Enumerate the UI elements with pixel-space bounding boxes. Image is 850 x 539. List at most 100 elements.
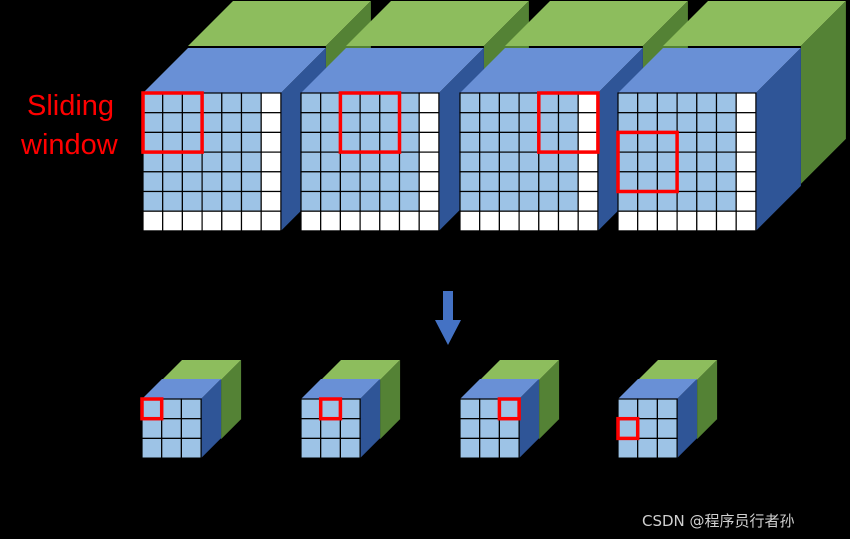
grid-cell (459, 92, 481, 114)
grid-cell (162, 151, 183, 173)
grid-cell (142, 131, 164, 153)
grid-cell (617, 92, 639, 114)
grid-cell (696, 131, 718, 153)
grid-cell (201, 92, 223, 114)
output-volume-4 (616, 360, 718, 459)
padding-cell (498, 210, 520, 232)
grid-cell (557, 151, 579, 173)
top-face (142, 379, 222, 399)
grid-cell (320, 92, 342, 114)
grid-cell (479, 92, 501, 114)
padding-cell (735, 171, 757, 193)
grid-cell (637, 418, 659, 440)
grid-cell (557, 92, 579, 114)
output-volume-group (140, 360, 718, 459)
grid-cell (637, 151, 659, 173)
padding-cell (418, 190, 440, 212)
grid-cell (617, 190, 639, 212)
grid-cell (181, 92, 203, 114)
grid-cell (715, 190, 737, 212)
green-top-face (321, 360, 401, 380)
padding-cell (181, 210, 203, 232)
watermark: CSDN @程序员行者孙 (642, 512, 795, 530)
padding-cell (260, 151, 282, 173)
padding-cell (300, 210, 322, 232)
sliding-window-label-line1: Sliding (27, 90, 115, 122)
side-face (201, 379, 222, 459)
grid-cell (479, 151, 501, 173)
top-face (618, 48, 801, 93)
padding-cell (518, 210, 540, 232)
padding-cell (359, 210, 381, 232)
grid-cell (617, 418, 639, 440)
grid-cell (676, 92, 698, 114)
padding-cell (715, 210, 737, 232)
grid-cell (240, 92, 262, 114)
input-volume-group (141, 1, 846, 232)
output-volume-2 (300, 360, 401, 459)
green-top-face (346, 1, 529, 46)
padding-cell (557, 210, 579, 232)
padding-cell (260, 171, 282, 193)
grid-cell (656, 418, 678, 440)
green-top-face (505, 1, 688, 46)
grid-cell (696, 171, 718, 193)
padding-cell (418, 92, 440, 114)
padding-cell (320, 210, 342, 232)
grid-cell (339, 151, 361, 173)
grid-cell (142, 190, 164, 212)
grid-cell (656, 151, 678, 173)
padding-cell (240, 210, 262, 232)
grid-cell (201, 190, 223, 212)
grid-cell (240, 151, 262, 173)
grid-cell (161, 418, 182, 440)
green-top-face (638, 360, 718, 380)
grid-cell (339, 131, 361, 153)
grid-cell (518, 171, 540, 193)
grid-cell (300, 171, 322, 193)
grid-cell (201, 171, 223, 193)
grid-cell (696, 190, 718, 212)
padding-cell (418, 171, 440, 193)
grid-cell (498, 190, 520, 212)
top-face (618, 379, 698, 399)
grid-cell (498, 131, 520, 153)
grid-cell (339, 92, 361, 114)
grid-cell (398, 112, 420, 133)
grid-cell (498, 171, 520, 193)
grid-cell (300, 190, 322, 212)
grid-cell (715, 112, 737, 133)
padding-cell (221, 210, 243, 232)
grid-cell (379, 190, 401, 212)
grid-cell (637, 437, 659, 459)
grid-cell (201, 131, 223, 153)
padding-cell (379, 210, 401, 232)
padding-cell (735, 151, 757, 173)
grid-cell (557, 131, 579, 153)
front-grid (617, 92, 757, 232)
front-grid (459, 398, 520, 459)
grid-cell (459, 398, 481, 420)
padding-cell (676, 210, 698, 232)
sliding-window-box (141, 91, 204, 154)
padding-cell (637, 210, 659, 232)
top-face (143, 48, 326, 93)
grid-cell (557, 171, 579, 193)
front-grid (142, 92, 282, 232)
padding-cell (260, 190, 282, 212)
grid-cell (479, 131, 501, 153)
grid-cell (142, 151, 164, 173)
grid-cell (320, 190, 342, 212)
grid-cell (656, 112, 678, 133)
grid-cell (201, 112, 223, 133)
grid-cell (180, 418, 202, 440)
grid-cell (617, 437, 639, 459)
grid-cell (162, 190, 183, 212)
padding-cell (201, 210, 223, 232)
grid-cell (339, 112, 361, 133)
grid-cell (656, 171, 678, 193)
padding-cell (459, 210, 481, 232)
padding-cell (656, 210, 678, 232)
grid-cell (498, 151, 520, 173)
padding-cell (260, 210, 282, 232)
